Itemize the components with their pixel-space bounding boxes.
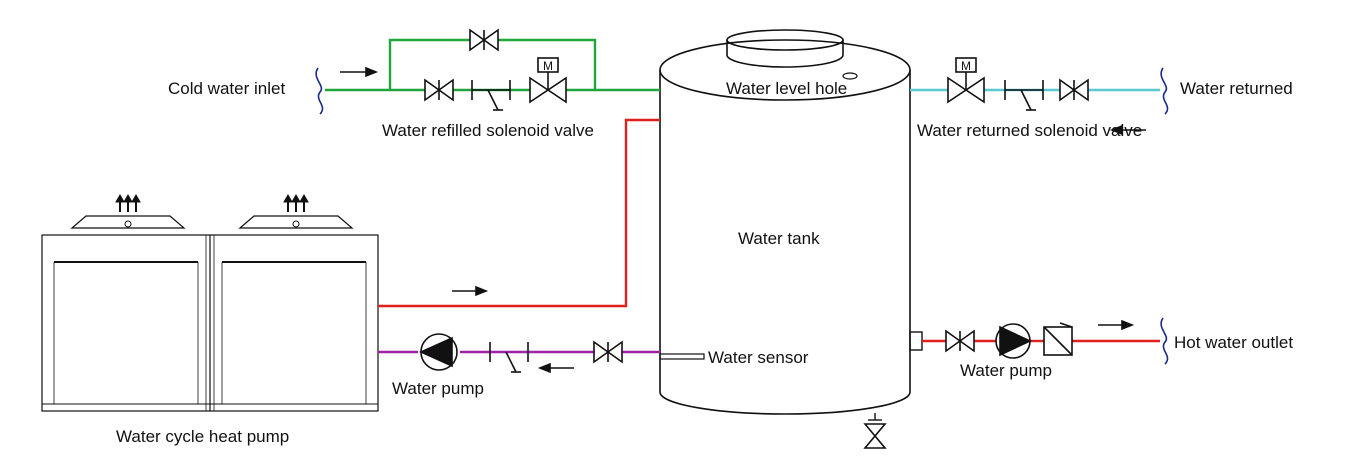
flow-arrow-icon [1098, 319, 1135, 331]
airflow-arrows-icon [115, 193, 309, 212]
flow-arrow-icon [340, 66, 379, 78]
refill-motor-label: M [543, 59, 553, 73]
returned-solenoid-valve-icon [947, 57, 985, 104]
check-valve-icon [1043, 322, 1073, 356]
water-returned-label: Water returned [1180, 79, 1293, 98]
left-water-pump-label: Water pump [392, 379, 484, 398]
water-cycle-heat-pump [41, 215, 379, 412]
flow-arrow-icon [1109, 124, 1146, 136]
returned-motor-label: M [961, 59, 971, 73]
drain-valve-icon [863, 423, 887, 449]
cycle-strainer-icon [489, 342, 529, 373]
returned-break-icon [1160, 67, 1169, 115]
water-tank-label: Water tank [738, 229, 820, 248]
cold-inlet-break-icon [315, 67, 324, 115]
returned-gate-valve-icon [1059, 78, 1089, 102]
left-water-pump-icon [419, 333, 458, 371]
right-water-pump-label: Water pump [960, 361, 1052, 380]
water-tank [659, 29, 923, 421]
returned-strainer-icon [1004, 80, 1044, 111]
right-water-pump-icon [995, 323, 1032, 359]
heat-pump-supply-pipe [378, 118, 660, 308]
hot-water-outlet-label: Hot water outlet [1174, 333, 1293, 352]
cycle-gate-valve-icon [593, 340, 623, 364]
water-sensor-label: Water sensor [708, 348, 809, 367]
cold-water-pipe [325, 38, 660, 92]
flow-arrow-icon [452, 285, 489, 297]
outlet-break-icon [1160, 317, 1169, 365]
outlet-gate-valve-icon [945, 329, 975, 353]
refill-solenoid-valve-icon [529, 57, 567, 104]
flow-arrow-icon [537, 362, 574, 374]
water-level-hole-label: Water level hole [726, 79, 847, 98]
inlet-strainer-icon [471, 80, 511, 111]
water-cycle-heat-pump-label: Water cycle heat pump [116, 427, 289, 446]
water-returned-solenoid-valve-label: Water returned solenoid valve [917, 121, 1142, 140]
inlet-gate-valve-icon [424, 78, 454, 102]
cold-water-inlet-label: Cold water inlet [168, 79, 285, 98]
bypass-gate-valve-icon [469, 28, 499, 52]
water-refilled-solenoid-valve-label: Water refilled solenoid valve [382, 121, 594, 140]
